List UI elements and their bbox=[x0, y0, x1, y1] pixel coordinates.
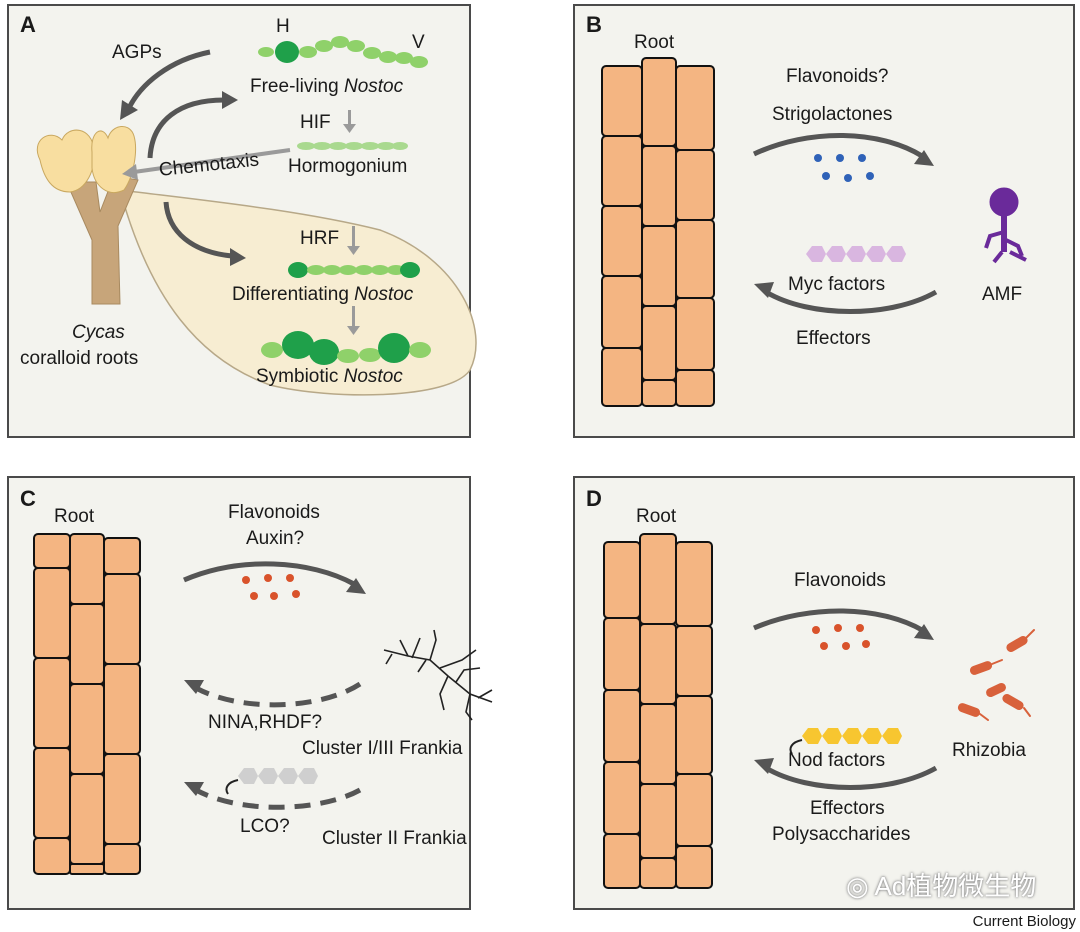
differentiating-filament bbox=[288, 262, 420, 278]
coralloid-roots-label: coralloid roots bbox=[20, 348, 139, 369]
symbiotic-text: Symbiotic bbox=[256, 366, 344, 387]
symbiotic-nostoc: Nostoc bbox=[343, 366, 403, 387]
cluster-1-3-frankia-label: Cluster I/III Frankia bbox=[302, 738, 463, 759]
lco-hexagons bbox=[238, 768, 318, 784]
symbiotic-label: Symbiotic Nostoc bbox=[256, 366, 403, 388]
root-cells bbox=[601, 57, 715, 407]
signal-arrow-to-frankia bbox=[183, 561, 356, 587]
arrow-to-differentiating bbox=[163, 201, 233, 259]
rhizobia-label: Rhizobia bbox=[952, 740, 1026, 761]
effector-arrow-to-root bbox=[764, 289, 938, 314]
panel-d-letter: D bbox=[586, 486, 602, 511]
lco-dashed-arrow bbox=[194, 787, 362, 810]
agps-label: AGPs bbox=[112, 42, 162, 63]
root-label: Root bbox=[636, 506, 677, 527]
panel-b-letter: B bbox=[586, 12, 602, 37]
frankia-hyphae-icon bbox=[383, 629, 493, 721]
panel-a-letter: A bbox=[20, 12, 36, 37]
myc-factors-label: Myc factors bbox=[788, 274, 886, 295]
agps-arrow bbox=[125, 49, 211, 112]
v-label: V bbox=[412, 32, 425, 53]
strigolactone-dots bbox=[814, 154, 874, 182]
journal-credit: Current Biology bbox=[972, 913, 1076, 930]
polysaccharides-label: Polysaccharides bbox=[772, 824, 911, 845]
cluster-2-frankia-label: Cluster II Frankia bbox=[322, 828, 467, 849]
effector-arrow-to-root bbox=[764, 765, 938, 790]
rhizobia-icon bbox=[957, 629, 1035, 721]
free-living-nostoc: Nostoc bbox=[343, 76, 404, 97]
down-arrow-hif bbox=[343, 110, 356, 133]
wechat-icon: ◎ bbox=[846, 871, 869, 901]
lco-lipid-tail bbox=[225, 779, 239, 795]
auxin-label: Auxin? bbox=[246, 528, 305, 549]
effectors-label: Effectors bbox=[796, 328, 871, 349]
root-label: Root bbox=[634, 32, 675, 53]
free-living-label: Free-living Nostoc bbox=[250, 76, 403, 98]
chemotaxis-arrow bbox=[133, 148, 291, 174]
down-arrow-symbiotic bbox=[347, 306, 360, 335]
signal-arrow-to-rhizobia bbox=[753, 608, 924, 633]
h-label: H bbox=[276, 16, 290, 37]
amf-spore-icon bbox=[984, 187, 1027, 264]
panel-c-letter: C bbox=[20, 486, 36, 511]
flavonoids-label: Flavonoids bbox=[228, 502, 320, 523]
cycas-root bbox=[69, 175, 139, 305]
differentiating-label: Differentiating Nostoc bbox=[232, 284, 413, 306]
nina-rhdf-label: NINA,RHDF? bbox=[208, 712, 323, 733]
flavonoid-dots bbox=[242, 574, 300, 600]
nod-factor-hexagons bbox=[802, 728, 902, 744]
symbiotic-filament bbox=[261, 331, 431, 365]
coralloid-lobe-right bbox=[91, 126, 137, 193]
differentiating-nostoc: Nostoc bbox=[354, 284, 414, 305]
effectors-label: Effectors bbox=[810, 798, 885, 819]
signal-arrow-to-amf bbox=[752, 133, 924, 159]
arrow-to-free-living bbox=[147, 97, 225, 159]
nod-lipid-tail bbox=[789, 739, 803, 755]
lco-label: LCO? bbox=[240, 816, 290, 837]
nina-dashed-arrow bbox=[194, 681, 362, 708]
root-cells bbox=[603, 533, 713, 889]
flavonoids-label: Flavonoids? bbox=[786, 66, 889, 87]
free-living-filament bbox=[258, 36, 428, 68]
hormogonium-filament bbox=[297, 142, 408, 150]
hormogonium-label: Hormogonium bbox=[288, 156, 408, 177]
nod-factors-label: Nod factors bbox=[788, 750, 886, 771]
down-arrow-hrf bbox=[347, 226, 360, 255]
flavonoid-dots bbox=[812, 624, 870, 650]
free-living-text: Free-living bbox=[250, 76, 344, 97]
hrf-label: HRF bbox=[300, 228, 340, 249]
watermark: ◎ Ad植物微生物 bbox=[846, 866, 1036, 903]
root-cells bbox=[33, 533, 141, 875]
differentiating-text: Differentiating bbox=[232, 284, 355, 305]
root-label: Root bbox=[54, 506, 95, 527]
watermark-text: Ad植物微生物 bbox=[874, 871, 1037, 901]
cycas-label: Cycas bbox=[72, 322, 125, 343]
amf-label: AMF bbox=[982, 284, 1023, 305]
strigolactones-label: Strigolactones bbox=[772, 104, 893, 125]
flavonoids-label: Flavonoids bbox=[794, 570, 886, 591]
myc-factor-hexagons bbox=[806, 246, 906, 262]
hif-label: HIF bbox=[300, 112, 331, 133]
